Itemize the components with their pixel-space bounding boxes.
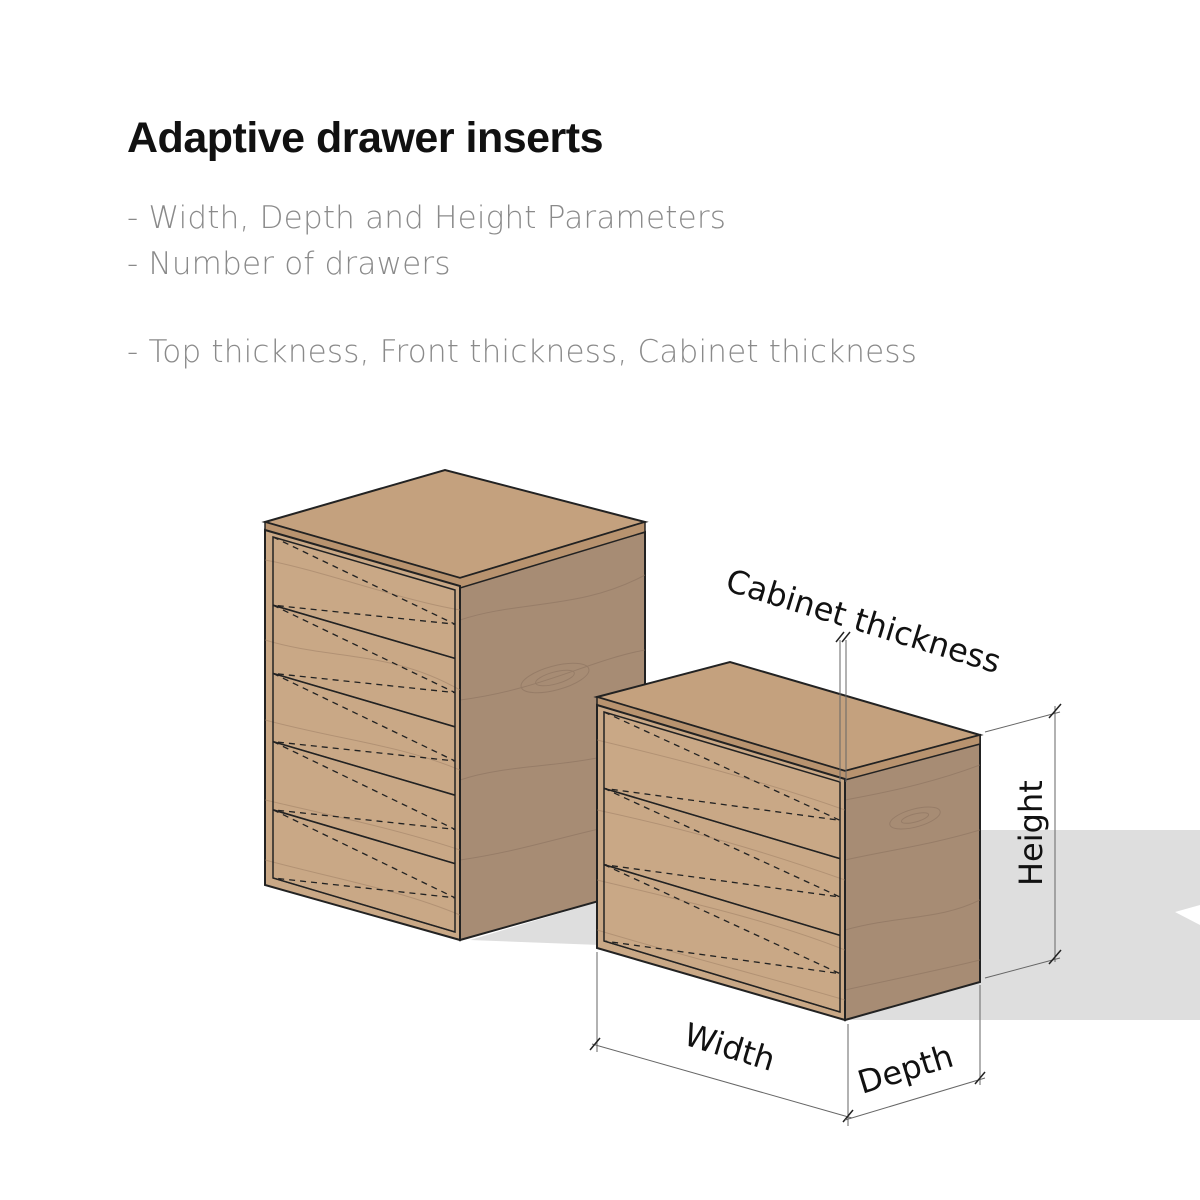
cabinet-large-drawer-divider: [272, 604, 456, 660]
cabinet-small-drawer-opening-symbol: [603, 711, 841, 821]
cabinet-large-front: [264, 528, 461, 942]
cabinet-large-drawer-divider: [272, 809, 456, 865]
cabinet-large-drawer-opening-symbol: [272, 672, 456, 762]
cabinet-small-drawer-divider: [603, 863, 841, 937]
height-label: Height: [1012, 780, 1050, 886]
cabinet-thickness-label: Cabinet thickness: [722, 561, 1006, 681]
cabinet-small: [593, 660, 984, 1022]
cabinet-small-drawer-opening-symbol: [603, 787, 841, 898]
dimension-lines: [589, 631, 1062, 1126]
page-title: Adaptive drawer inserts: [127, 114, 604, 162]
cabinet-large-drawer-opening-symbol: [272, 809, 456, 899]
cabinet-small-front: [596, 703, 846, 1022]
cabinet-small-shadow: [845, 830, 1200, 1020]
cabinet-small-drawer-edge: [603, 940, 841, 1013]
cabinet-small-drawer-divider: [603, 787, 841, 860]
cabinet-small-side: [844, 733, 981, 1022]
cabinet-small-drawers: [603, 711, 841, 1013]
parameter-bullet-drawer-count: - Number of drawers: [127, 246, 451, 282]
cabinet-large-drawer-divider: [272, 740, 456, 796]
cabinet-large: [261, 468, 649, 942]
parameter-bullet-thickness: - Top thickness, Front thickness, Cabine…: [127, 334, 918, 370]
cabinet-large-drawer-edge: [272, 877, 456, 933]
depth-label: Depth: [853, 1037, 957, 1102]
cabinet-large-drawer-opening-symbol: [272, 741, 456, 831]
parameter-bullet-dimensions: - Width, Depth and Height Parameters: [127, 200, 727, 236]
cabinet-small-drawer-opening-symbol: [603, 864, 841, 975]
cabinet-large-drawer-opening-symbol: [272, 536, 456, 625]
cabinet-large-drawers: [272, 536, 456, 933]
width-label: Width: [680, 1015, 780, 1079]
cabinet-large-drawer-divider: [272, 672, 456, 728]
cabinet-large-drawer-opening-symbol: [272, 604, 456, 694]
